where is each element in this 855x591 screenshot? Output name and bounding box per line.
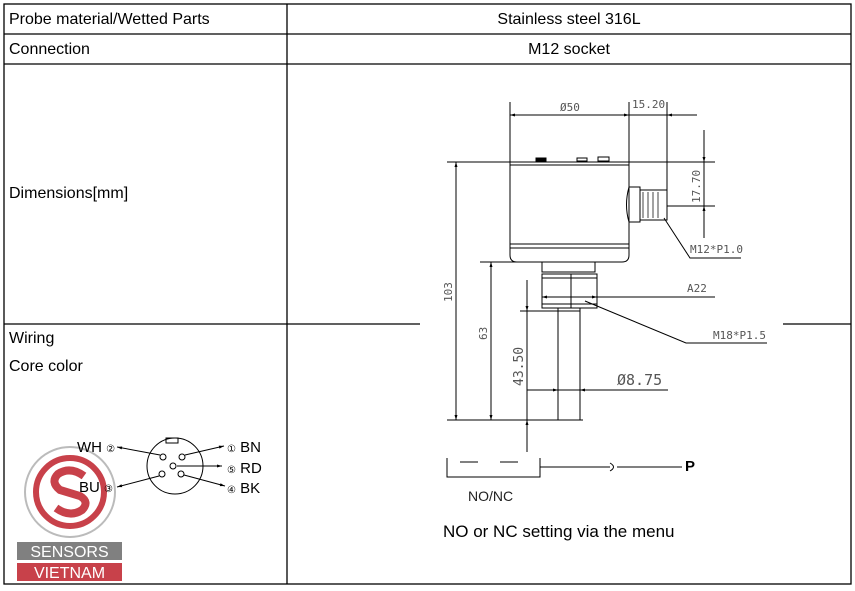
hex-size: A22 (687, 282, 707, 295)
sensor-housing (509, 161, 630, 263)
switch-note: NO or NC setting via the menu (443, 522, 675, 541)
dim-total: 103 (442, 282, 455, 302)
pin-1-number: ① (227, 444, 236, 455)
dim-probe-diameter: Ø8.75 (617, 371, 662, 389)
label-wiring: Wiring (9, 330, 55, 347)
thread-connector: M12*P1.0 (690, 243, 743, 256)
label-connection: Connection (9, 41, 90, 58)
pin-5-label: ⑤ RD (227, 460, 262, 480)
pin-5-color: RD (240, 460, 262, 477)
label-dimensions: Dimensions[mm] (9, 185, 129, 202)
m12-connector (626, 186, 641, 223)
value-probe-material: Stainless steel 316L (497, 11, 641, 28)
switch-label: NO/NC (468, 488, 514, 504)
dim-connector-height: 17.70 (690, 170, 703, 203)
value-connection: M12 socket (528, 41, 610, 58)
label-core-color: Core color (9, 358, 83, 375)
sensors-vietnam-logo: SENSORS VIETNAM (17, 446, 122, 582)
pin-2-label: WH ② (77, 439, 115, 459)
pin-3-color: BU (79, 479, 100, 496)
pin-4-label: ④ BK (227, 480, 260, 500)
pin-3-label: BU ③ (79, 479, 113, 499)
pin-4-color: BK (240, 480, 261, 497)
logo-vietnam: VIETNAM (34, 565, 105, 582)
dim-lower: 63 (477, 327, 490, 340)
output-label: P (685, 458, 696, 475)
m12-pinout (116, 437, 226, 495)
pin-2-color: WH (77, 439, 102, 456)
pin-1-color: BN (240, 439, 261, 456)
thread-process: M18*P1.5 (713, 329, 766, 342)
pin-5-number: ⑤ (227, 465, 236, 476)
pin-1-label: ① BN (227, 439, 261, 459)
dim-connector-offset: 15.20 (632, 98, 665, 111)
dim-diameter: Ø50 (560, 101, 580, 114)
pin-4-number: ④ (227, 485, 236, 496)
dim-probe: 43.50 (512, 347, 527, 386)
label-probe-material: Probe material/Wetted Parts (9, 11, 210, 28)
pin-3-number: ③ (104, 484, 113, 495)
pin-2-number: ② (106, 444, 116, 455)
logo-sensors: SENSORS (30, 544, 108, 561)
